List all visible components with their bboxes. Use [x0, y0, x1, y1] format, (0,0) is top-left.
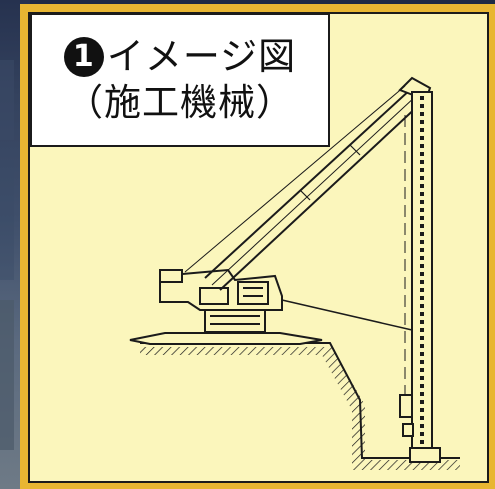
- title-subtitle: （施工機械）: [66, 81, 294, 124]
- number-badge: 1: [63, 36, 104, 77]
- crane-stay: [281, 299, 413, 331]
- title-text: イメージ図: [106, 34, 297, 78]
- leader-mast: [399, 91, 441, 463]
- crane-base: [129, 307, 323, 345]
